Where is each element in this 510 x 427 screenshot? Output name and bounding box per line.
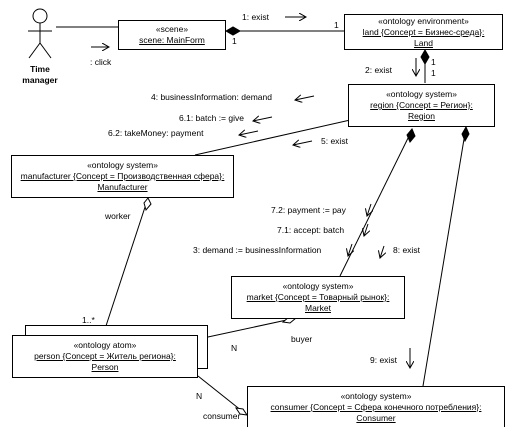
scene-stereotype: «scene» (155, 24, 189, 34)
region-type: Region (408, 111, 435, 121)
arrow-take-money (239, 131, 259, 135)
region-stereotype: «ontology system» (386, 89, 457, 99)
land-box[interactable]: «ontology environment» land {Concept = Б… (344, 14, 503, 50)
message-take-money: 6.2: takeMoney: payment (108, 128, 204, 138)
manufacturer-type: Manufacturer (97, 182, 148, 192)
message-payment-pay: 7.2: payment := pay (271, 205, 346, 215)
message-accept-batch: 7.1: accept: batch (277, 225, 345, 235)
multiplicity-land-region-b: 1 (431, 68, 436, 78)
market-name: market {Concept = Товарный рынок}: (246, 292, 390, 302)
land-stereotype: «ontology environment» (378, 15, 469, 26)
consumer-type: Consumer (356, 412, 396, 423)
multiplicity-scene-land-right: 1 (334, 20, 339, 30)
message-batch-give: 6.1: batch := give (179, 113, 244, 123)
multiplicity-buyer: N (231, 343, 238, 353)
scene-box[interactable]: «scene» scene: MainForm (118, 20, 226, 50)
market-stereotype: «ontology system» (282, 281, 354, 291)
composition-diamond-scene (224, 26, 242, 36)
arrow-demand (348, 243, 352, 256)
manufacturer-name: manufacturer {Concept = Производственная… (20, 171, 225, 181)
person-box[interactable]: «ontology atom» person {Concept = Житель… (12, 335, 198, 378)
role-buyer: buyer (291, 334, 313, 344)
land-type: Land (414, 37, 433, 48)
multiplicity-consumer: N (196, 391, 203, 401)
composition-diamond-land (420, 48, 430, 66)
actor-figure[interactable] (28, 8, 52, 59)
consumer-box[interactable]: «ontology system» consumer {Concept = Сф… (247, 386, 505, 427)
market-box[interactable]: «ontology system» market {Concept = Това… (231, 276, 405, 319)
message-exist9: 9: exist (370, 355, 397, 365)
link-market-person (193, 317, 297, 341)
person-stereotype: «ontology atom» (73, 340, 137, 350)
manufacturer-box[interactable]: «ontology system» manufacturer {Concept … (11, 155, 234, 198)
person-type: Person (91, 362, 119, 372)
manufacturer-stereotype: «ontology system» (87, 160, 158, 170)
aggregation-diamond-consumer (234, 407, 249, 416)
market-type: Market (305, 303, 331, 313)
land-name: land {Concept = Бизнес-среда}: (362, 26, 485, 37)
composition-diamond-region-consumer (461, 125, 470, 143)
consumer-name: consumer {Concept = Сфера конечного потр… (270, 401, 482, 412)
actor-name: Time manager (22, 64, 58, 85)
arrow-exist5 (293, 141, 313, 145)
message-demand: 3: demand := businessInformation (193, 245, 322, 255)
composition-diamond-region-market (406, 128, 416, 143)
consumer-stereotype: «ontology system» (340, 390, 412, 401)
message-click: : click (90, 57, 112, 67)
message-exist1: 1: exist (242, 12, 269, 22)
region-name: region {Concept = Регион}: (370, 100, 473, 110)
arrow-accept-batch (364, 223, 368, 236)
arrow-exist8 (380, 245, 384, 258)
arrow-payment-pay (367, 203, 371, 216)
scene-name: scene: MainForm (139, 35, 205, 45)
role-worker: worker (105, 211, 131, 221)
link-manufacturer-person (103, 197, 149, 333)
role-consumer: consumer (203, 411, 241, 421)
message-exist2: 2: exist (365, 65, 392, 75)
arrow-batch-give (253, 117, 273, 121)
link-region-manufacturer (194, 115, 369, 156)
multiplicity-worker: 1..* (82, 315, 95, 325)
message-exist8: 8: exist (393, 245, 420, 255)
multiplicity-scene-land-left: 1 (232, 36, 237, 46)
person-name: person {Concept = Житель региона}: (34, 351, 176, 361)
multiplicity-land-region-a: 1 (431, 57, 436, 67)
message-business-info: 4: businessInformation: demand (151, 92, 272, 102)
aggregation-diamond-worker (143, 197, 152, 212)
arrow-business-info (295, 96, 315, 100)
message-exist5: 5: exist (321, 136, 348, 146)
region-box[interactable]: «ontology system» region {Concept = Реги… (348, 84, 495, 127)
link-region-consumer (422, 126, 467, 387)
